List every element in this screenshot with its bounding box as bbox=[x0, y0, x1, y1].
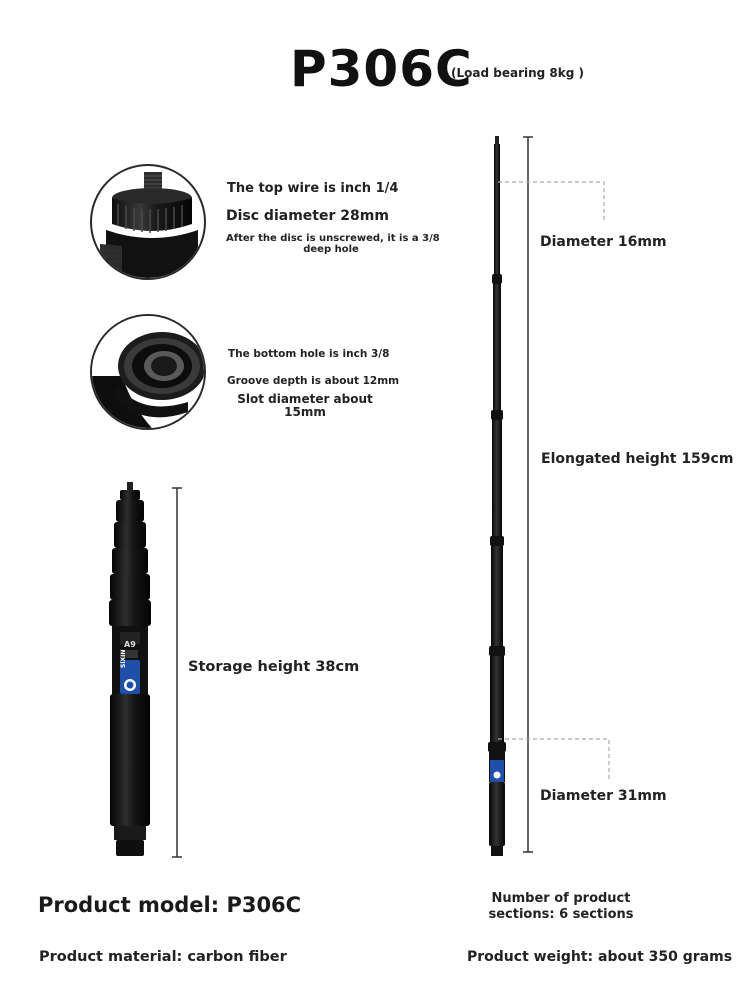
slot-diameter-line2: 15mm bbox=[284, 405, 326, 419]
unscrewed-hole-note-line2: deep hole bbox=[303, 244, 359, 255]
bottom-hole-illustration bbox=[92, 316, 204, 428]
top-diameter-label: Diameter 16mm bbox=[540, 234, 667, 250]
product-model-spec: Product model: P306C bbox=[38, 893, 302, 917]
bottom-detail-image bbox=[90, 314, 206, 430]
elongated-height-dimension-line bbox=[523, 136, 533, 853]
top-diameter-leader bbox=[498, 181, 605, 222]
product-weight-spec: Product weight: about 350 grams bbox=[467, 949, 733, 965]
groove-depth-label: Groove depth is about 12mm bbox=[227, 375, 400, 387]
badge-brand-text: SIXIN bbox=[120, 649, 127, 668]
top-screw-illustration bbox=[100, 172, 198, 278]
extended-pole-illustration bbox=[488, 136, 506, 856]
product-sections-line1: Number of product bbox=[491, 891, 631, 906]
product-sections-line2: sections: 6 sections bbox=[488, 907, 634, 922]
load-bearing-note: (Load bearing 8kg ) bbox=[451, 66, 584, 80]
collapsed-pole-illustration bbox=[109, 482, 151, 856]
elongated-height-label: Elongated height 159cm bbox=[541, 451, 734, 467]
product-title: P306C bbox=[290, 40, 473, 98]
top-wire-label: The top wire is inch 1/4 bbox=[227, 181, 399, 196]
slot-diameter-label: Slot diameter about 15mm bbox=[232, 393, 378, 419]
storage-height-label: Storage height 38cm bbox=[188, 659, 360, 675]
top-detail-image bbox=[90, 164, 206, 280]
unscrewed-hole-note: After the disc is unscrewed, it is a 3/8… bbox=[226, 233, 440, 255]
unscrewed-hole-note-line1: After the disc is unscrewed, it is a 3/8 bbox=[226, 233, 440, 244]
slot-diameter-line1: Slot diameter about bbox=[237, 392, 373, 406]
product-sections-spec: Number of product sections: 6 sections bbox=[480, 891, 642, 923]
bottom-diameter-leader bbox=[498, 738, 610, 779]
badge-model-code: A9 bbox=[124, 640, 136, 649]
disc-diameter-label: Disc diameter 28mm bbox=[226, 208, 389, 224]
product-material-spec: Product material: carbon fiber bbox=[39, 949, 287, 965]
bottom-diameter-label: Diameter 31mm bbox=[540, 788, 667, 804]
storage-height-dimension-line bbox=[172, 487, 182, 858]
bottom-hole-label: The bottom hole is inch 3/8 bbox=[228, 348, 390, 360]
